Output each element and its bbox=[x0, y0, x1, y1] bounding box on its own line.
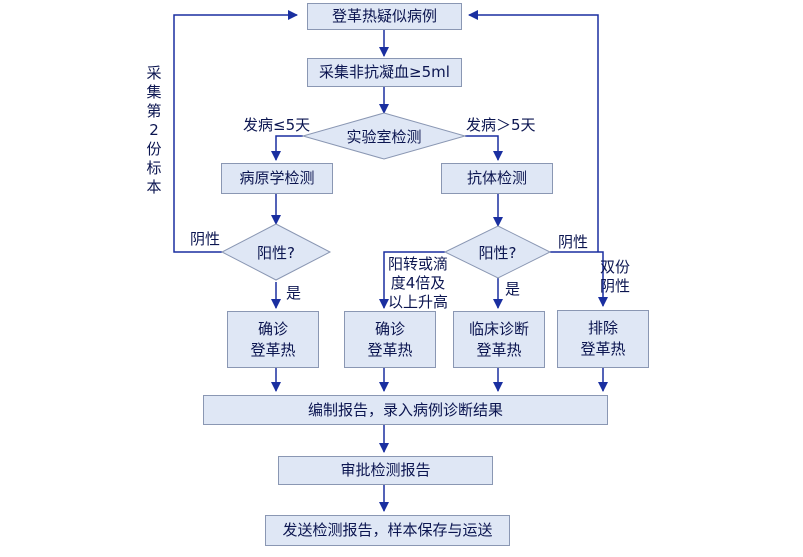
label-second-sample: 采集第2份标本 bbox=[146, 64, 162, 196]
node-pathogen: 病原学检测 bbox=[221, 163, 333, 194]
node-send: 发送检测报告，样本保存与运送 bbox=[265, 515, 510, 546]
node-collect: 采集非抗凝血≥5ml bbox=[307, 58, 462, 87]
arrow-lab-pathogen bbox=[271, 135, 303, 161]
node-lab: 实验室检测 bbox=[346, 127, 422, 146]
arrow-right-negative bbox=[550, 251, 608, 307]
label-onset-le5: 发病≤5天 bbox=[243, 116, 311, 134]
node-antibody: 抗体检测 bbox=[441, 163, 553, 194]
node-positive-right: 阳性? bbox=[478, 243, 517, 262]
node-positive-left: 阳性? bbox=[257, 243, 295, 262]
node-report: 编制报告，录入病例诊断结果 bbox=[203, 395, 608, 425]
node-confirm-1: 确诊 登革热 bbox=[227, 311, 319, 368]
node-exclude: 排除 登革热 bbox=[557, 310, 649, 368]
label-negative-left: 阴性 bbox=[190, 230, 221, 248]
diamond-positive-right-shape bbox=[443, 225, 552, 279]
label-yes-right: 是 bbox=[505, 280, 521, 298]
label-double-negative: 双份 阴性 bbox=[600, 258, 631, 295]
diamond-lab-shape bbox=[301, 112, 467, 160]
arrow-seroconversion bbox=[379, 251, 445, 309]
label-yes-left: 是 bbox=[286, 284, 302, 302]
label-negative-right: 阴性 bbox=[558, 233, 589, 251]
label-seroconversion: 阳转或滴 度4倍及 以上升高 bbox=[388, 255, 449, 311]
node-confirm-2: 确诊 登革热 bbox=[344, 311, 436, 368]
arrow-lab-antibody bbox=[465, 135, 503, 161]
node-approve: 审批检测报告 bbox=[278, 456, 493, 485]
diamond-positive-left-shape bbox=[220, 223, 332, 281]
arrow-right-loop bbox=[468, 10, 599, 252]
label-onset-gt5: 发病＞5天 bbox=[466, 116, 536, 134]
node-clinical: 临床诊断 登革热 bbox=[453, 311, 545, 368]
arrow-left-negative-loop bbox=[173, 10, 298, 253]
node-suspect: 登革热疑似病例 bbox=[307, 3, 462, 30]
